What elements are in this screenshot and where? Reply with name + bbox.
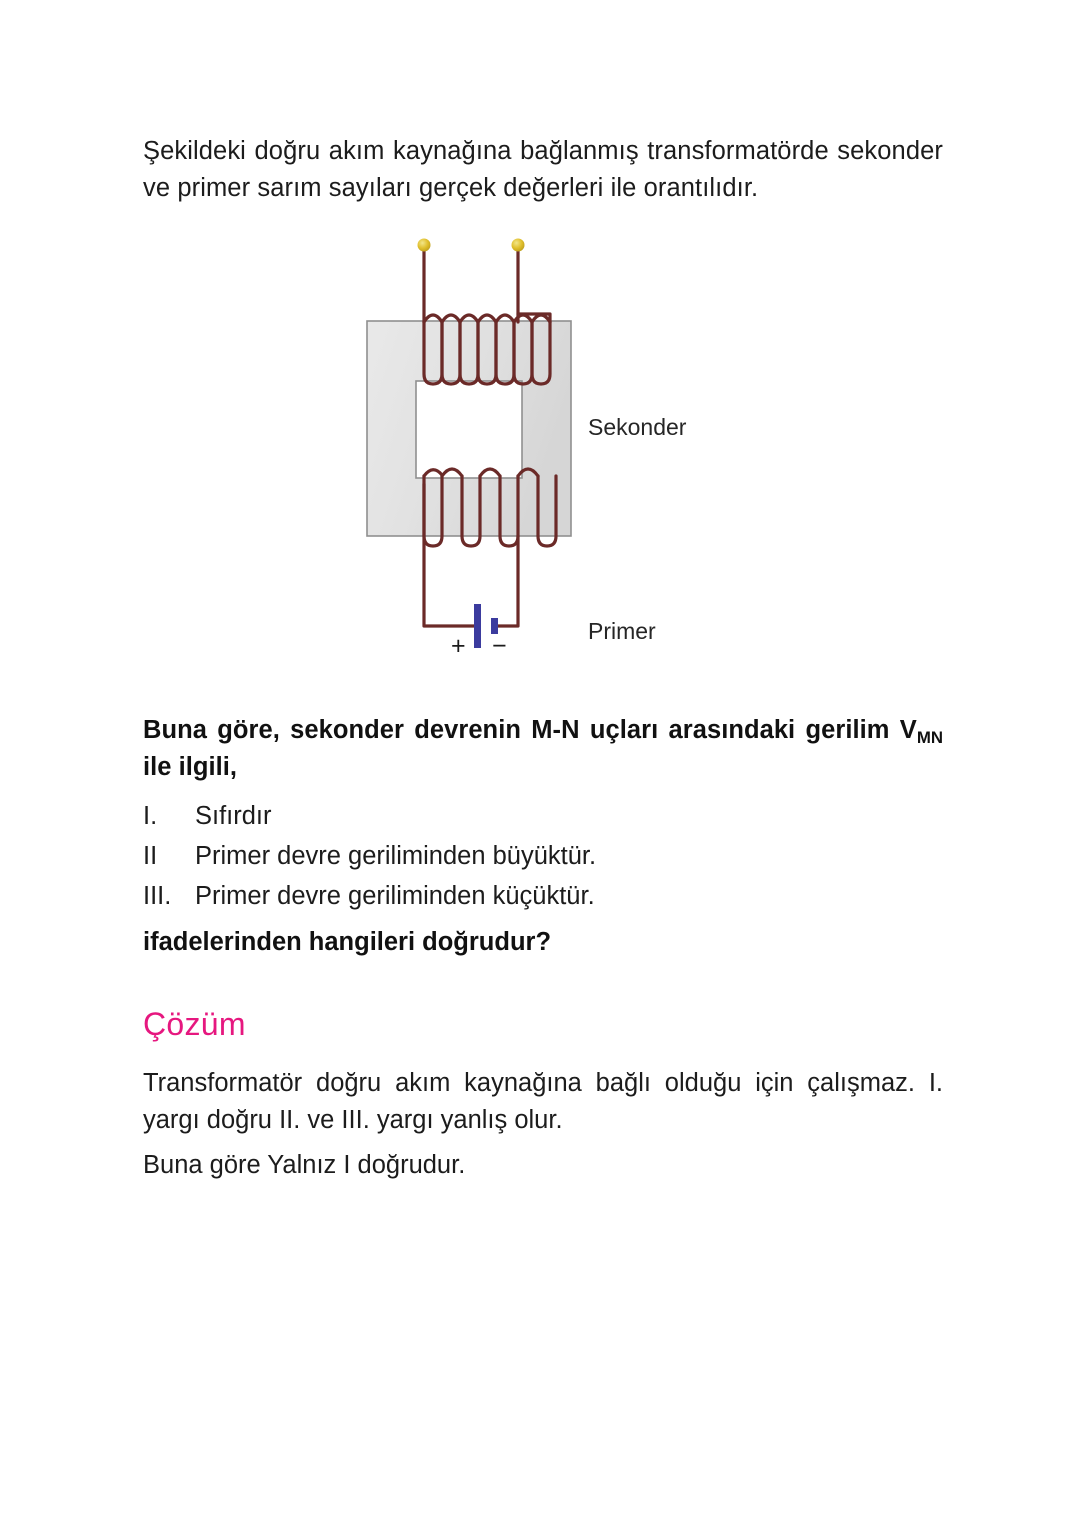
question-lead: Buna göre, sekonder devrenin M-N uçları …: [143, 712, 943, 785]
question-lead-before-subscript: Buna göre, sekonder devrenin M-N uçları …: [143, 716, 917, 745]
secondary-circuit: [422, 244, 552, 387]
solution-heading: Çözüm: [143, 1005, 246, 1042]
primary-circuit: [422, 467, 558, 629]
solution-paragraph: Transformatör doğru akım kaynağına bağlı…: [143, 1069, 943, 1135]
battery-short-plate: [491, 618, 498, 635]
terminal-dot-n: [511, 238, 525, 252]
option-numeral-2: II: [143, 842, 158, 871]
intro-paragraph: Şekildeki doğru akım kaynağına bağlanmış…: [143, 137, 943, 202]
question-subscript: MN: [916, 728, 943, 748]
option-numeral-3: III.: [143, 882, 172, 911]
primary-lead-right: [494, 534, 520, 629]
battery-long-plate: [474, 604, 481, 649]
transformer-diagram-svg: [366, 238, 572, 649]
solution-conclusion: Buna göre Yalnız I doğrudur.: [143, 1150, 466, 1179]
question-prompt: ifadelerinden hangileri doğrudur?: [143, 927, 552, 956]
option-item-2: II Primer devre geriliminden büyüktür.: [143, 836, 943, 876]
transformer-figure: + − Sekonder Primer: [143, 236, 943, 666]
option-item-1: I. Sıfırdır: [143, 796, 943, 836]
label-primary-coil: Primer: [588, 618, 656, 645]
secondary-coil: [422, 312, 552, 387]
dc-battery-symbol: [474, 604, 498, 649]
battery-negative-sign: −: [492, 632, 507, 661]
option-text-1: Sıfırdır: [195, 801, 272, 830]
question-options-list: I. Sıfırdır II Primer devre geriliminden…: [143, 796, 943, 917]
page-content: Şekildeki doğru akım kaynağına bağlanmış…: [143, 133, 943, 1184]
terminal-dot-m: [417, 238, 431, 252]
core-window: [415, 380, 523, 480]
transformer-core: [366, 320, 572, 538]
battery-positive-sign: +: [451, 632, 466, 661]
option-text-3: Primer devre geriliminden küçüktür.: [195, 882, 595, 911]
primary-lead-left: [422, 482, 478, 629]
question-lead-after-subscript: ile ilgili,: [143, 753, 238, 782]
option-numeral-1: I.: [143, 801, 158, 830]
option-item-3: III. Primer devre geriliminden küçüktür.: [143, 876, 943, 916]
option-text-2: Primer devre geriliminden büyüktür.: [195, 842, 597, 871]
label-secondary-coil: Sekonder: [588, 414, 687, 441]
